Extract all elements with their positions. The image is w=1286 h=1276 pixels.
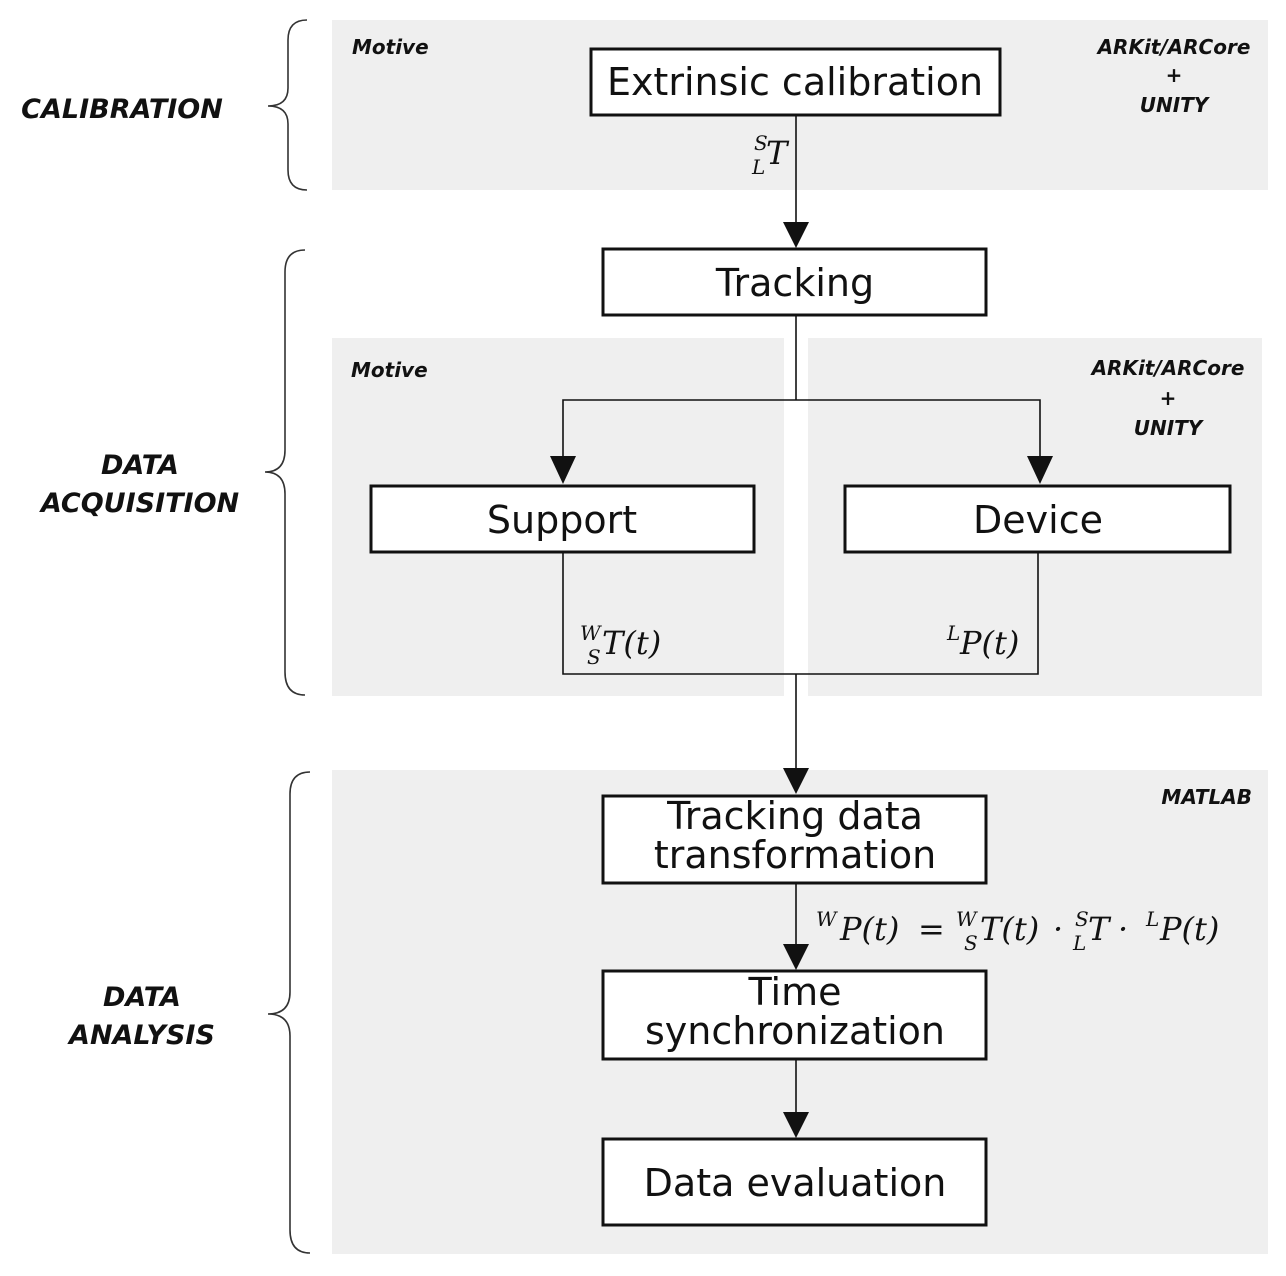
eq-dot1: ·	[1053, 910, 1063, 948]
box-transformation-label-line1: Tracking data	[666, 794, 923, 838]
calibration-brace	[267, 19, 308, 191]
math-sup-w: W	[580, 621, 602, 645]
eq-dot2: ·	[1118, 910, 1128, 948]
box-support-label: Support	[487, 498, 637, 542]
arrowhead-tracking	[783, 222, 809, 248]
box-extrinsic-calibration-label: Extrinsic calibration	[607, 60, 983, 104]
math-calibration-transform: S L T	[751, 131, 790, 179]
math-device-pt: P(t)	[959, 624, 1019, 662]
eq-sub-s: S	[964, 931, 978, 955]
edge-tracking-split	[562, 399, 1041, 456]
tool-matlab: MATLAB	[1161, 785, 1252, 809]
tool-plus-acquisition: +	[1160, 386, 1177, 410]
arrowhead-support	[550, 456, 576, 484]
math-support-transform: W S T(t)	[580, 621, 661, 669]
arrowhead-device	[1027, 456, 1053, 484]
box-transformation-label-line2: transformation	[654, 833, 936, 877]
box-data-evaluation	[601, 1137, 988, 1227]
edge-merge	[562, 552, 1039, 675]
section-acquisition-line1: DATA	[101, 450, 179, 481]
box-sync-label-line1: Time	[748, 970, 842, 1014]
eq-sup-w2: W	[956, 907, 978, 931]
box-time-synchronization	[601, 969, 988, 1061]
tool-plus-calibration: +	[1166, 63, 1183, 87]
math-sub-l: L	[751, 155, 765, 179]
math-sup-s: S	[754, 131, 768, 155]
box-device-label: Device	[973, 498, 1103, 542]
tool-ar-acquisition: ARKit/ARCore	[1090, 356, 1245, 380]
eq-lhs-pt: P(t)	[839, 910, 899, 948]
eq-rhs-pt: P(t)	[1159, 910, 1219, 948]
tool-ar-calibration: ARKit/ARCore	[1096, 35, 1251, 59]
math-sub-s: S	[587, 645, 601, 669]
eq-t: T	[1088, 910, 1112, 948]
arrowhead-sync	[783, 944, 809, 970]
box-device	[843, 484, 1232, 554]
section-analysis-line2: ANALYSIS	[67, 1020, 215, 1051]
arrowhead-evaluation	[783, 1112, 809, 1138]
analysis-brace	[267, 771, 311, 1254]
arrowhead-transformation	[783, 768, 809, 794]
eq-sup-s: S	[1075, 907, 1089, 931]
tool-motive-calibration: Motive	[352, 35, 429, 59]
box-tracking-data-transformation	[601, 794, 988, 885]
box-tracking	[601, 247, 988, 317]
math-sup-l: L	[946, 621, 960, 645]
section-acquisition-line2: ACQUISITION	[39, 488, 240, 519]
box-support	[369, 484, 756, 554]
section-calibration: CALIBRATION	[21, 94, 223, 125]
tool-unity-acquisition: UNITY	[1134, 416, 1205, 440]
math-transformation-equation: W P(t) = W S T(t) · S L T · L P(t)	[816, 907, 1219, 955]
eq-sup-l: L	[1145, 907, 1159, 931]
eq-equals: =	[918, 910, 945, 948]
math-t: T	[766, 134, 790, 172]
box-tracking-label: Tracking	[715, 261, 874, 305]
section-analysis-line1: DATA	[103, 982, 181, 1013]
box-sync-label-line2: synchronization	[645, 1009, 945, 1053]
math-support-tt: T(t)	[602, 624, 661, 662]
tool-motive-acquisition: Motive	[351, 358, 428, 382]
box-extrinsic-calibration	[589, 47, 1002, 117]
math-device-position: L P(t)	[946, 621, 1019, 662]
eq-sub-l: L	[1072, 931, 1086, 955]
tool-unity-calibration: UNITY	[1140, 93, 1211, 117]
eq-sup-w: W	[816, 907, 838, 931]
acquisition-brace	[264, 249, 306, 696]
eq-tt: T(t)	[980, 910, 1039, 948]
box-data-evaluation-label: Data evaluation	[644, 1161, 947, 1205]
